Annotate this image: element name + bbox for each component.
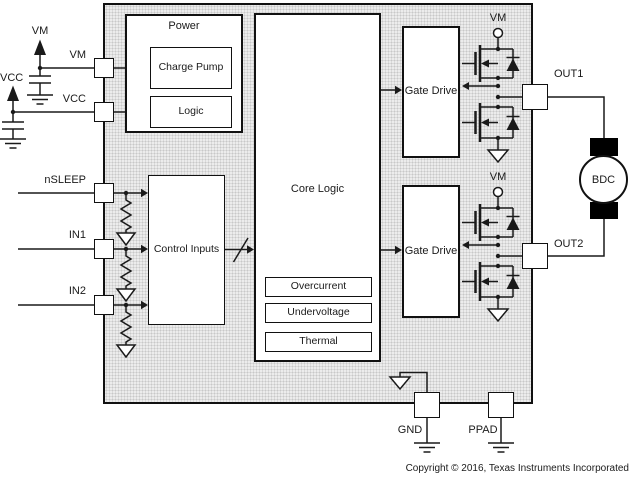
thermal-block: Thermal (265, 332, 372, 352)
pin-in2 (94, 295, 114, 315)
ground-arrow-icon (388, 376, 412, 391)
gate-drive-top-block: Gate Drive (402, 26, 460, 158)
ground-icon (413, 442, 441, 453)
motor-wires (548, 96, 605, 257)
vm-pin-label: VM (69, 49, 87, 61)
motor-terminal-bottom (590, 202, 618, 219)
pin-nsleep (94, 183, 114, 203)
ground-icon (487, 442, 515, 453)
pin-in1 (94, 239, 114, 259)
charge-pump-block: Charge Pump (150, 47, 232, 89)
half-bridge-top (460, 27, 524, 164)
power-arrow-icon (34, 39, 46, 55)
thermal-label: Thermal (299, 335, 338, 348)
out1-pin-label: OUT1 (554, 68, 584, 80)
logic-block: Logic (150, 96, 232, 128)
in1-pin-label: IN1 (68, 229, 86, 241)
core-to-gatedrive-wires (381, 85, 402, 255)
pin-out1 (522, 84, 548, 110)
power-arrow-icon (7, 85, 19, 101)
gate-drive-bottom-block: Gate Drive (402, 185, 460, 318)
out2-pin-label: OUT2 (554, 238, 584, 250)
vm-supply-label: VM (31, 25, 49, 37)
pin-vm (94, 58, 114, 78)
control-inputs-block: Control Inputs (148, 175, 225, 325)
capacitor-icon (1, 121, 25, 130)
undervoltage-block: Undervoltage (265, 303, 372, 323)
power-block-title: Power (168, 20, 200, 32)
gnd-internal-ground (388, 371, 428, 392)
ppad-pin-label: PPAD (468, 424, 498, 436)
nsleep-pin-label: nSLEEP (44, 174, 86, 186)
bdc-motor: BDC (579, 155, 628, 204)
logic-label: Logic (178, 105, 204, 118)
copyright-text: Copyright © 2016, Texas Instruments Inco… (405, 463, 629, 474)
pulldown-resistor-icon (116, 248, 136, 302)
gnd-external-ground (413, 418, 441, 453)
control-inputs-label: Control Inputs (153, 243, 220, 256)
vm-supply-symbol (26, 39, 94, 105)
bus-slash (232, 237, 249, 263)
in1-input-wire (18, 244, 148, 302)
overcurrent-block: Overcurrent (265, 277, 372, 297)
control-bus-wire (225, 237, 254, 263)
pin-gnd (414, 392, 440, 418)
pin-vcc (94, 102, 114, 122)
pulldown-resistor-icon (116, 192, 136, 246)
gate-drive-label: Gate Drive (404, 244, 458, 257)
vcc-supply-label: VCC (0, 72, 24, 84)
overcurrent-label: Overcurrent (290, 280, 347, 293)
ground-icon (0, 138, 27, 149)
vcc-pin-label: VCC (62, 93, 86, 105)
in2-pin-label: IN2 (68, 285, 86, 297)
core-logic-label: Core Logic (290, 183, 345, 195)
pulldown-resistor-icon (116, 304, 136, 358)
in2-input-wire (18, 300, 148, 358)
motor-label: BDC (591, 173, 616, 186)
undervoltage-label: Undervoltage (287, 306, 350, 319)
gnd-pin-label: GND (397, 424, 423, 436)
node-dot (10, 109, 16, 115)
ppad-external-ground (487, 418, 515, 453)
gate-drive-label: Gate Drive (404, 85, 458, 98)
vm-rail-bottom-label: VM (489, 171, 507, 183)
node-dot (37, 65, 43, 71)
pin-out2 (522, 243, 548, 269)
nsleep-input-wire (18, 188, 148, 246)
pin-ppad (488, 392, 514, 418)
charge-pump-label: Charge Pump (158, 61, 224, 74)
vcc-supply-symbol (0, 85, 94, 149)
half-bridge-bottom (460, 186, 524, 323)
vm-rail-top-label: VM (489, 12, 507, 24)
motor-terminal-top (590, 138, 618, 156)
capacitor-icon (28, 75, 52, 84)
